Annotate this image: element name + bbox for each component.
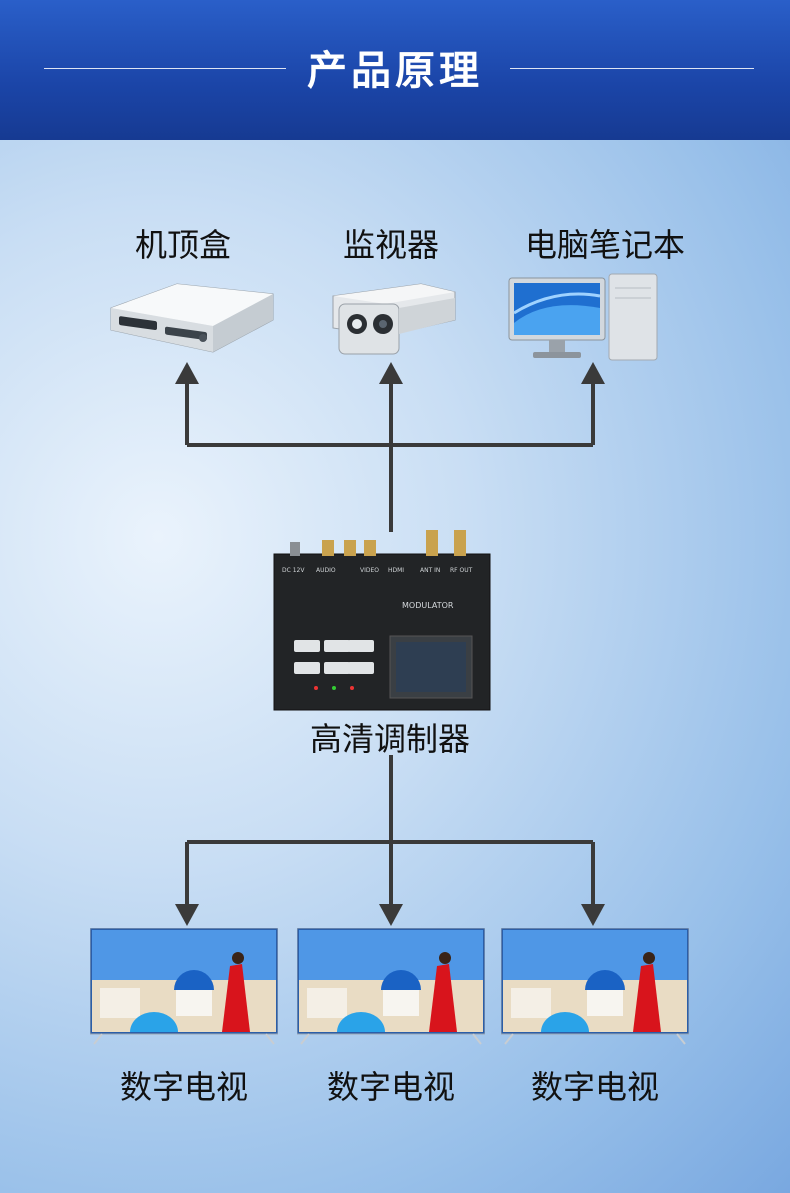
tv-icon bbox=[90, 928, 278, 1045]
output-label-tv-1: 数字电视 bbox=[119, 1068, 248, 1106]
svg-text:DC 12V: DC 12V bbox=[282, 567, 305, 574]
modulator-label: 高清调制器 bbox=[309, 720, 470, 758]
tv-icon bbox=[501, 928, 689, 1045]
svg-text:ANT IN: ANT IN bbox=[420, 567, 440, 574]
tv-icon bbox=[297, 928, 485, 1045]
arrow-down-tv-3 bbox=[581, 904, 605, 926]
arrow-up-computer bbox=[581, 362, 605, 384]
svg-text:AUDIO: AUDIO bbox=[316, 567, 336, 574]
arrow-down-tv-1 bbox=[175, 904, 199, 926]
banner-right-line bbox=[510, 68, 754, 69]
security-camera-icon bbox=[332, 283, 456, 355]
arrow-down-tv-2 bbox=[379, 904, 403, 926]
arrow-up-monitor bbox=[379, 362, 403, 384]
svg-text:MODULATOR: MODULATOR bbox=[402, 601, 454, 610]
source-label-monitor: 监视器 bbox=[342, 226, 439, 264]
header-banner: 产品原理 bbox=[0, 0, 790, 140]
svg-text:HDMI: HDMI bbox=[388, 567, 404, 574]
source-label-computer: 电脑笔记本 bbox=[524, 226, 685, 264]
banner-left-line bbox=[44, 68, 286, 69]
set-top-box-icon bbox=[110, 283, 274, 353]
desktop-computer-icon bbox=[508, 273, 658, 361]
svg-text:RF OUT: RF OUT bbox=[450, 567, 473, 574]
source-label-set-top-box: 机顶盒 bbox=[134, 226, 231, 264]
svg-text:VIDEO: VIDEO bbox=[360, 567, 379, 574]
hd-modulator-icon: DC 12V AUDIO VIDEO HDMI ANT IN RF OUT MO… bbox=[273, 530, 491, 711]
arrow-up-set-top-box bbox=[175, 362, 199, 384]
output-label-tv-2: 数字电视 bbox=[326, 1068, 455, 1106]
page-title: 产品原理 bbox=[307, 48, 483, 94]
output-label-tv-3: 数字电视 bbox=[530, 1068, 659, 1106]
